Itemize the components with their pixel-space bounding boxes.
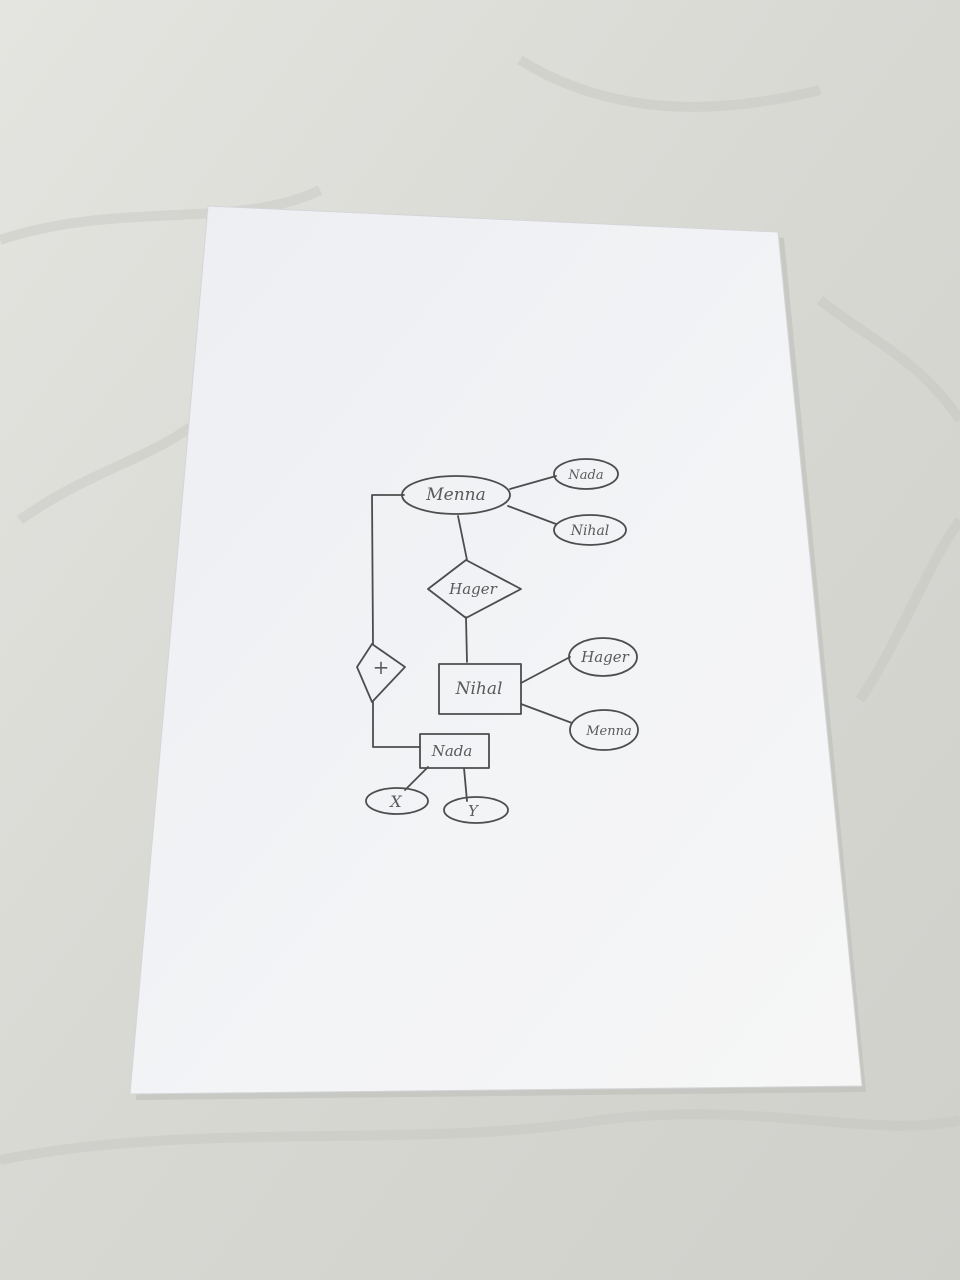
entity-nihal-shape	[438, 663, 522, 715]
relationship-hager-shape	[427, 559, 522, 619]
attribute-hager-label: Hager	[580, 648, 630, 666]
attribute-menna-top-label: Menna	[425, 485, 486, 505]
relationship-hager-label: Hager	[448, 580, 498, 598]
attribute-x-label: X	[388, 792, 402, 811]
attribute-y-label: Y	[468, 802, 480, 820]
entity-nada-label: Nada	[431, 742, 473, 760]
relationship-plus-label: +	[373, 655, 390, 679]
attribute-nihal-label: Nihal	[570, 523, 610, 539]
attribute-menna-top-shape	[401, 475, 511, 515]
paper-sheet	[129, 205, 863, 1095]
relationship-plus-shape	[356, 643, 406, 703]
attribute-nihal-shape	[553, 514, 627, 546]
attribute-x-shape	[365, 787, 429, 815]
attribute-menna-right-shape	[569, 709, 639, 751]
attribute-menna-right-label: Menna	[585, 724, 632, 739]
cloth-folds	[0, 55, 960, 1165]
entity-nihal-label: Nihal	[455, 679, 503, 699]
attribute-y-shape	[443, 796, 509, 824]
connector-lines	[371, 475, 573, 802]
attribute-hager-shape	[568, 637, 638, 677]
attribute-nada-shape	[553, 458, 619, 490]
entity-nada-shape	[419, 733, 490, 769]
attribute-nada-label: Nada	[567, 468, 603, 483]
